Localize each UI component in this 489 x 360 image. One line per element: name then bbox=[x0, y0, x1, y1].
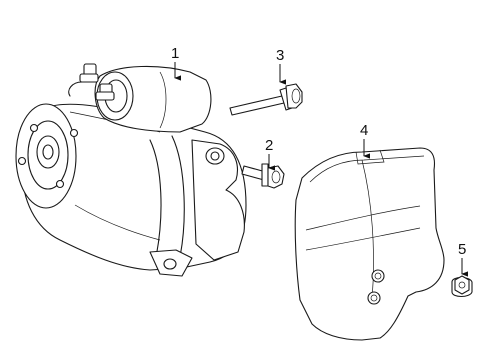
shield-rim bbox=[309, 155, 425, 183]
nut-hex bbox=[454, 275, 470, 295]
terminal-lead bbox=[68, 81, 83, 97]
end-bolt-2 bbox=[69, 128, 79, 138]
bolt-head-face bbox=[291, 88, 301, 104]
shield-hole-upper-inner bbox=[374, 272, 382, 280]
body-seam-2 bbox=[171, 135, 185, 267]
bolt2-head-face bbox=[271, 170, 281, 184]
mounting-bolt-short bbox=[241, 163, 285, 189]
shield-plate bbox=[294, 147, 445, 341]
mount-ear-hole bbox=[210, 151, 220, 161]
bolt2-head bbox=[267, 165, 285, 189]
callout-3: 3 bbox=[276, 47, 287, 85]
flange-nut bbox=[451, 275, 473, 298]
shield-notch bbox=[355, 149, 385, 165]
bolt-head bbox=[285, 83, 303, 109]
callout-2: 2 bbox=[265, 137, 276, 171]
shield-hole-lower-inner bbox=[370, 294, 378, 302]
shield-fold bbox=[361, 159, 374, 301]
mounting-bolt-long bbox=[229, 83, 303, 116]
bolt-shank bbox=[229, 95, 285, 116]
drive-housing bbox=[191, 139, 245, 261]
callout-5: 5 bbox=[458, 241, 469, 277]
callout-1: 1 bbox=[171, 45, 182, 81]
shield-rib-1 bbox=[305, 205, 421, 231]
callout-label-2: 2 bbox=[265, 137, 273, 154]
shield-hole-lower bbox=[367, 291, 381, 305]
body-contour-2 bbox=[74, 204, 161, 241]
bolt2-flange bbox=[261, 163, 269, 187]
end-bolt-3 bbox=[17, 156, 27, 166]
callout-4: 4 bbox=[360, 122, 371, 159]
end-bolt-4 bbox=[55, 179, 65, 189]
heat-shield bbox=[294, 147, 445, 341]
body-seam bbox=[149, 139, 162, 263]
starter-motor bbox=[15, 63, 247, 277]
shield-rib-2 bbox=[305, 227, 421, 251]
callout-label-1: 1 bbox=[171, 45, 179, 62]
callout-label-3: 3 bbox=[276, 47, 284, 64]
end-bolt-1 bbox=[29, 123, 39, 133]
solenoid-band bbox=[159, 71, 167, 129]
nut-bore bbox=[458, 281, 466, 289]
motor-shaft bbox=[42, 144, 54, 160]
shield-hole-upper bbox=[371, 269, 385, 283]
callout-label-4: 4 bbox=[360, 122, 368, 139]
terminal-nut-2 bbox=[95, 91, 115, 101]
lower-flange-hole bbox=[163, 258, 177, 270]
callout-label-5: 5 bbox=[458, 241, 466, 258]
terminal-nut-1 bbox=[79, 73, 99, 83]
